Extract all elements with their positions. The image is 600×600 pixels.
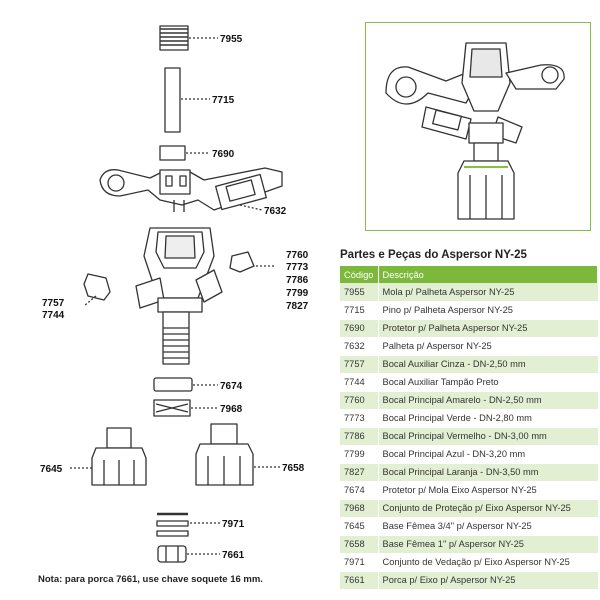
callout-7968: 7968 bbox=[220, 404, 243, 415]
callout-7690: 7690 bbox=[212, 149, 235, 160]
callout-labels: 7955 7715 7690 7632 7760 7773 7786 7799 … bbox=[40, 34, 309, 561]
callout-7632: 7632 bbox=[264, 206, 287, 217]
part-code-cell: 7799 bbox=[340, 445, 379, 464]
part-7971-sealing-set-drawing bbox=[156, 512, 189, 537]
callout-7674: 7674 bbox=[220, 381, 243, 392]
callout-7715: 7715 bbox=[212, 95, 235, 106]
part-description-cell: Protetor p/ Palheta Aspersor NY-25 bbox=[378, 319, 598, 338]
part-description-cell: Bocal Principal Amarelo - DN-2,50 mm bbox=[378, 391, 598, 410]
part-7968-protection-set-drawing bbox=[153, 399, 191, 417]
part-code-cell: 7971 bbox=[340, 553, 379, 572]
part-code-cell: 7632 bbox=[340, 337, 379, 356]
part-description-cell: Bocal Principal Vermelho - DN-3,00 mm bbox=[378, 427, 598, 446]
part-description-cell: Bocal Principal Verde - DN-2,80 mm bbox=[378, 409, 598, 428]
part-description-cell: Bocal Principal Azul - DN-3,20 mm bbox=[378, 445, 598, 464]
part-code-cell: 7645 bbox=[340, 517, 379, 536]
assembled-sprinkler-illustration bbox=[365, 22, 591, 231]
callout-7955: 7955 bbox=[220, 34, 243, 45]
part-7715-pin-drawing bbox=[164, 67, 181, 133]
part-code-cell: 7661 bbox=[340, 571, 379, 590]
part-7690-protector-drawing bbox=[159, 145, 186, 161]
part-code-cell: 7827 bbox=[340, 463, 379, 482]
callout-7799: 7799 bbox=[286, 288, 309, 299]
part-code-cell: 7715 bbox=[340, 301, 379, 320]
wrench-note: Nota: para porca 7661, use chave soquete… bbox=[38, 574, 263, 585]
sprinkler-body-drawing bbox=[135, 227, 223, 365]
part-description-cell: Bocal Auxiliar Tampão Preto bbox=[378, 373, 598, 392]
callout-7971: 7971 bbox=[222, 519, 245, 530]
part-code-cell: 7757 bbox=[340, 355, 379, 374]
callout-7760: 7760 bbox=[286, 250, 309, 261]
callout-7827: 7827 bbox=[286, 301, 309, 312]
part-code-cell: 7955 bbox=[340, 283, 379, 302]
assembled-sprinkler-icon bbox=[385, 42, 565, 220]
part-code-cell: 7786 bbox=[340, 427, 379, 446]
part-description-cell: Palheta p/ Aspersor NY-25 bbox=[378, 337, 598, 356]
part-code-cell: 7690 bbox=[340, 319, 379, 338]
part-description-cell: Base Fêmea 1" p/ Aspersor NY-25 bbox=[378, 535, 598, 554]
part-code-cell: 7674 bbox=[340, 481, 379, 500]
callout-7773: 7773 bbox=[286, 262, 309, 273]
part-code-cell: 7760 bbox=[340, 391, 379, 410]
part-description-cell: Bocal Principal Laranja - DN-3,50 mm bbox=[378, 463, 598, 482]
part-description-cell: Conjunto de Proteção p/ Eixo Aspersor NY… bbox=[378, 499, 598, 518]
callout-7757: 7757 bbox=[42, 298, 65, 309]
callout-7744: 7744 bbox=[42, 310, 65, 321]
column-header-code: Código bbox=[340, 266, 379, 283]
part-description-cell: Pino p/ Palheta Aspersor NY-25 bbox=[378, 301, 598, 320]
part-7658-base-drawing bbox=[195, 423, 254, 486]
part-code-cell: 7773 bbox=[340, 409, 379, 428]
part-description-cell: Protetor p/ Mola Eixo Aspersor NY-25 bbox=[378, 481, 598, 500]
part-description-cell: Base Fêmea 3/4" p/ Aspersor NY-25 bbox=[378, 517, 598, 536]
part-7661-nut-drawing bbox=[157, 545, 187, 563]
part-7645-base-drawing bbox=[91, 427, 147, 486]
part-description-cell: Mola p/ Palheta Aspersor NY-25 bbox=[378, 283, 598, 302]
callout-7658: 7658 bbox=[282, 463, 305, 474]
part-description-cell: Bocal Auxiliar Cinza - DN-2,50 mm bbox=[378, 355, 598, 374]
part-code-cell: 7744 bbox=[340, 373, 379, 392]
callout-7661: 7661 bbox=[222, 550, 245, 561]
column-header-description: Descrição bbox=[378, 266, 598, 283]
part-code-cell: 7658 bbox=[340, 535, 379, 554]
part-description-cell: Porca p/ Eixo p/ Aspersor NY-25 bbox=[378, 571, 598, 590]
callout-7786: 7786 bbox=[286, 275, 309, 286]
callout-7645: 7645 bbox=[40, 464, 63, 475]
part-code-cell: 7968 bbox=[340, 499, 379, 518]
part-7955-spring-drawing bbox=[159, 25, 189, 51]
part-7674-protector-drawing bbox=[153, 377, 193, 392]
part-description-cell: Conjunto de Vedação p/ Eixo Aspersor NY-… bbox=[378, 553, 598, 572]
part-7632-vane-drawing bbox=[99, 167, 283, 212]
auxiliary-nozzle-drawing bbox=[83, 273, 111, 301]
parts-table-header-row: Código Descrição bbox=[340, 266, 598, 283]
main-nozzle-drawing bbox=[229, 251, 255, 273]
parts-table-title: Partes e Peças do Aspersor NY-25 bbox=[340, 249, 527, 261]
